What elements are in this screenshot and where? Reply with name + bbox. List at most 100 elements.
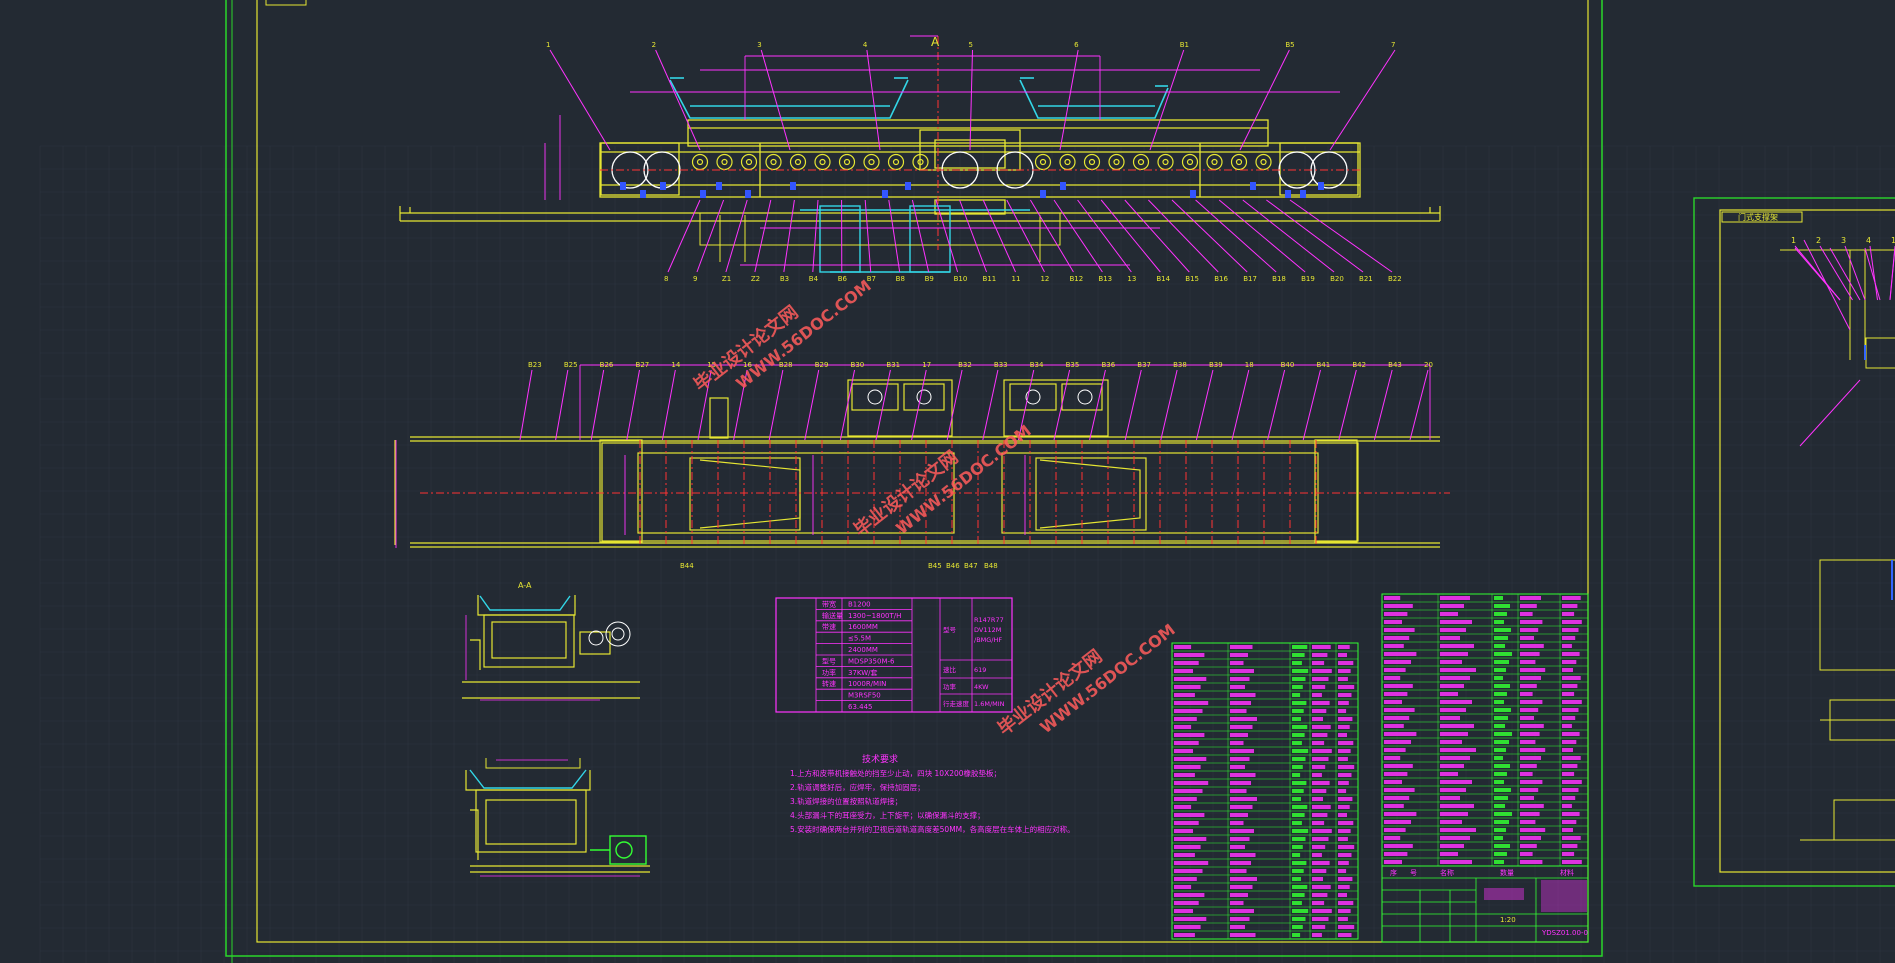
top-callout-1: 1 [546, 41, 550, 49]
bottom-callout-B8: B8 [896, 275, 905, 283]
top-callout-B1: B1 [1180, 41, 1189, 49]
spec-right-value-0-2: /BMG/HF [974, 636, 1002, 644]
right-callout-15: 15 [1891, 236, 1895, 245]
spec-left-value-6: 37KW/套 [848, 668, 878, 677]
tech-req-item-1: 1.上方和皮带机接触处的挡至少止动，四块 10X200橡胶垫板； [790, 768, 1001, 778]
plan-callout-B41: B41 [1316, 361, 1330, 369]
top-callout-3: 3 [757, 41, 761, 49]
plan-callout-B40: B40 [1281, 361, 1295, 369]
drawing-scale: 1:20 [1500, 916, 1516, 924]
spec-left-key-0: 带宽 [822, 599, 836, 608]
plan-callout-B30: B30 [851, 361, 865, 369]
plan-callout-B39: B39 [1209, 361, 1223, 369]
bottom-callout-B20: B20 [1330, 275, 1344, 283]
plan-callout-B27: B27 [636, 361, 650, 369]
right-callout-1: 1 [1791, 236, 1796, 245]
spec-left-value-8: M3RSF50 [848, 692, 881, 700]
plan-callout-18: 18 [1245, 361, 1254, 369]
title-block-header-2: 名称 [1440, 868, 1454, 877]
spec-right-value-0-0: R147R77 [974, 616, 1004, 624]
bottom-callout-B22: B22 [1388, 275, 1402, 283]
title-block-header-3: 数量 [1500, 868, 1514, 877]
section-view-end[interactable] [465, 758, 650, 877]
watermarks: 毕业设计论文网 WWW.56DOC.COM 毕业设计论文网 WWW.56DOC.… [690, 276, 1179, 740]
spec-right-value-3-0: 1.6M/MIN [974, 700, 1005, 708]
plan-callout-B35: B35 [1066, 361, 1080, 369]
title-block-header-4: 材料 [1560, 868, 1574, 877]
spec-right-key-2: 功率 [943, 682, 957, 691]
plan-bottom-callout-B48: B48 [984, 562, 998, 570]
bottom-callout-B21: B21 [1359, 275, 1373, 283]
top-callout-2: 2 [652, 41, 656, 49]
technical-requirements: 技术要求 1.上方和皮带机接触处的挡至少止动，四块 10X200橡胶垫板；2.轨… [790, 753, 1075, 834]
plan-callout-B26: B26 [600, 361, 614, 369]
spec-right-value-0-1: DV112M [974, 626, 1001, 634]
section-view-a-a[interactable]: A-A [462, 581, 640, 701]
sheet-frame [225, 0, 1603, 963]
right-sheet-door-frame: 门式支撑架 123415 [1693, 197, 1895, 887]
section-mark-a: A [931, 35, 940, 49]
plan-bottom-callout-B45: B45 [928, 562, 942, 570]
section-view-title: A-A [518, 581, 532, 590]
plan-callout-B28: B28 [779, 361, 793, 369]
parts-list-left [1171, 642, 1359, 940]
plan-callout-B25: B25 [564, 361, 578, 369]
spec-left-key-5: 型号 [822, 656, 836, 665]
top-callout-7: 7 [1391, 41, 1395, 49]
bottom-callout-B18: B18 [1272, 275, 1286, 283]
bottom-callout-B19: B19 [1301, 275, 1315, 283]
tech-req-title: 技术要求 [862, 753, 898, 765]
spec-right-key-0: 型号 [943, 625, 957, 634]
spec-left-value-0: B1200 [848, 600, 871, 608]
right-callout-4: 4 [1866, 236, 1871, 245]
top-callout-6: 6 [1074, 41, 1079, 49]
parts-list-right [1381, 593, 1589, 867]
tech-req-item-5: 5.安装时确保两台并列的卫视后道轨道高度差50MM，各高度层在车体上的相应对称。 [790, 824, 1075, 834]
title-block: 序号名称数量材料 YDSZ01.00-0 1:20 [1381, 865, 1589, 943]
plan-callout-B31: B31 [886, 361, 900, 369]
bottom-callout-12: 12 [1040, 275, 1049, 283]
top-callout-B5: B5 [1285, 41, 1294, 49]
spec-left-value-4: 2400MM [848, 646, 878, 654]
plan-bottom-callout-B47: B47 [964, 562, 978, 570]
spec-left-value-7: 1000R/MIN [848, 680, 886, 688]
bottom-callout-B16: B16 [1214, 275, 1228, 283]
spec-left-key-1: 输送量 [822, 611, 843, 620]
plan-callout-16: 16 [743, 361, 752, 369]
bottom-callout-B15: B15 [1185, 275, 1199, 283]
plan-callout-B29: B29 [815, 361, 829, 369]
plan-callout-20: 20 [1424, 361, 1433, 369]
bottom-callout-B9: B9 [925, 275, 934, 283]
bottom-callout-B4: B4 [809, 275, 819, 283]
top-callout-4: 4 [863, 41, 868, 49]
bottom-callout-Z2: Z2 [751, 275, 760, 283]
title-block-header-0: 序 [1390, 868, 1397, 877]
bottom-callout-B10: B10 [954, 275, 968, 283]
plan-callout-B33: B33 [994, 361, 1008, 369]
drawing-number: YDSZ01.00-0 [1541, 929, 1588, 937]
spec-left-value-1: 1300~1800T/H [848, 612, 901, 620]
bottom-callout-8: 8 [664, 275, 668, 283]
spec-left-value-9: 63.445 [848, 703, 873, 711]
plan-callout-B43: B43 [1388, 361, 1402, 369]
bottom-callout-Z1: Z1 [722, 275, 731, 283]
bottom-callout-B13: B13 [1098, 275, 1112, 283]
spec-left-value-5: MDSP350M-6 [848, 657, 895, 665]
plan-callout-B42: B42 [1352, 361, 1366, 369]
bottom-callout-B3: B3 [780, 275, 789, 283]
spec-left-key-6: 功率 [822, 668, 836, 677]
bottom-callout-9: 9 [693, 275, 697, 283]
bottom-callout-11: 11 [1012, 275, 1021, 283]
plan-bottom-callout-B46: B46 [946, 562, 960, 570]
bottom-callout-B11: B11 [983, 275, 997, 283]
plan-callout-14: 14 [671, 361, 680, 369]
bottom-callout-B17: B17 [1243, 275, 1257, 283]
bottom-callout-B14: B14 [1156, 275, 1170, 283]
top-callout-5: 5 [969, 41, 973, 49]
bottom-callout-B6: B6 [838, 275, 848, 283]
bottom-callout-B7: B7 [867, 275, 876, 283]
plan-callout-B32: B32 [958, 361, 972, 369]
